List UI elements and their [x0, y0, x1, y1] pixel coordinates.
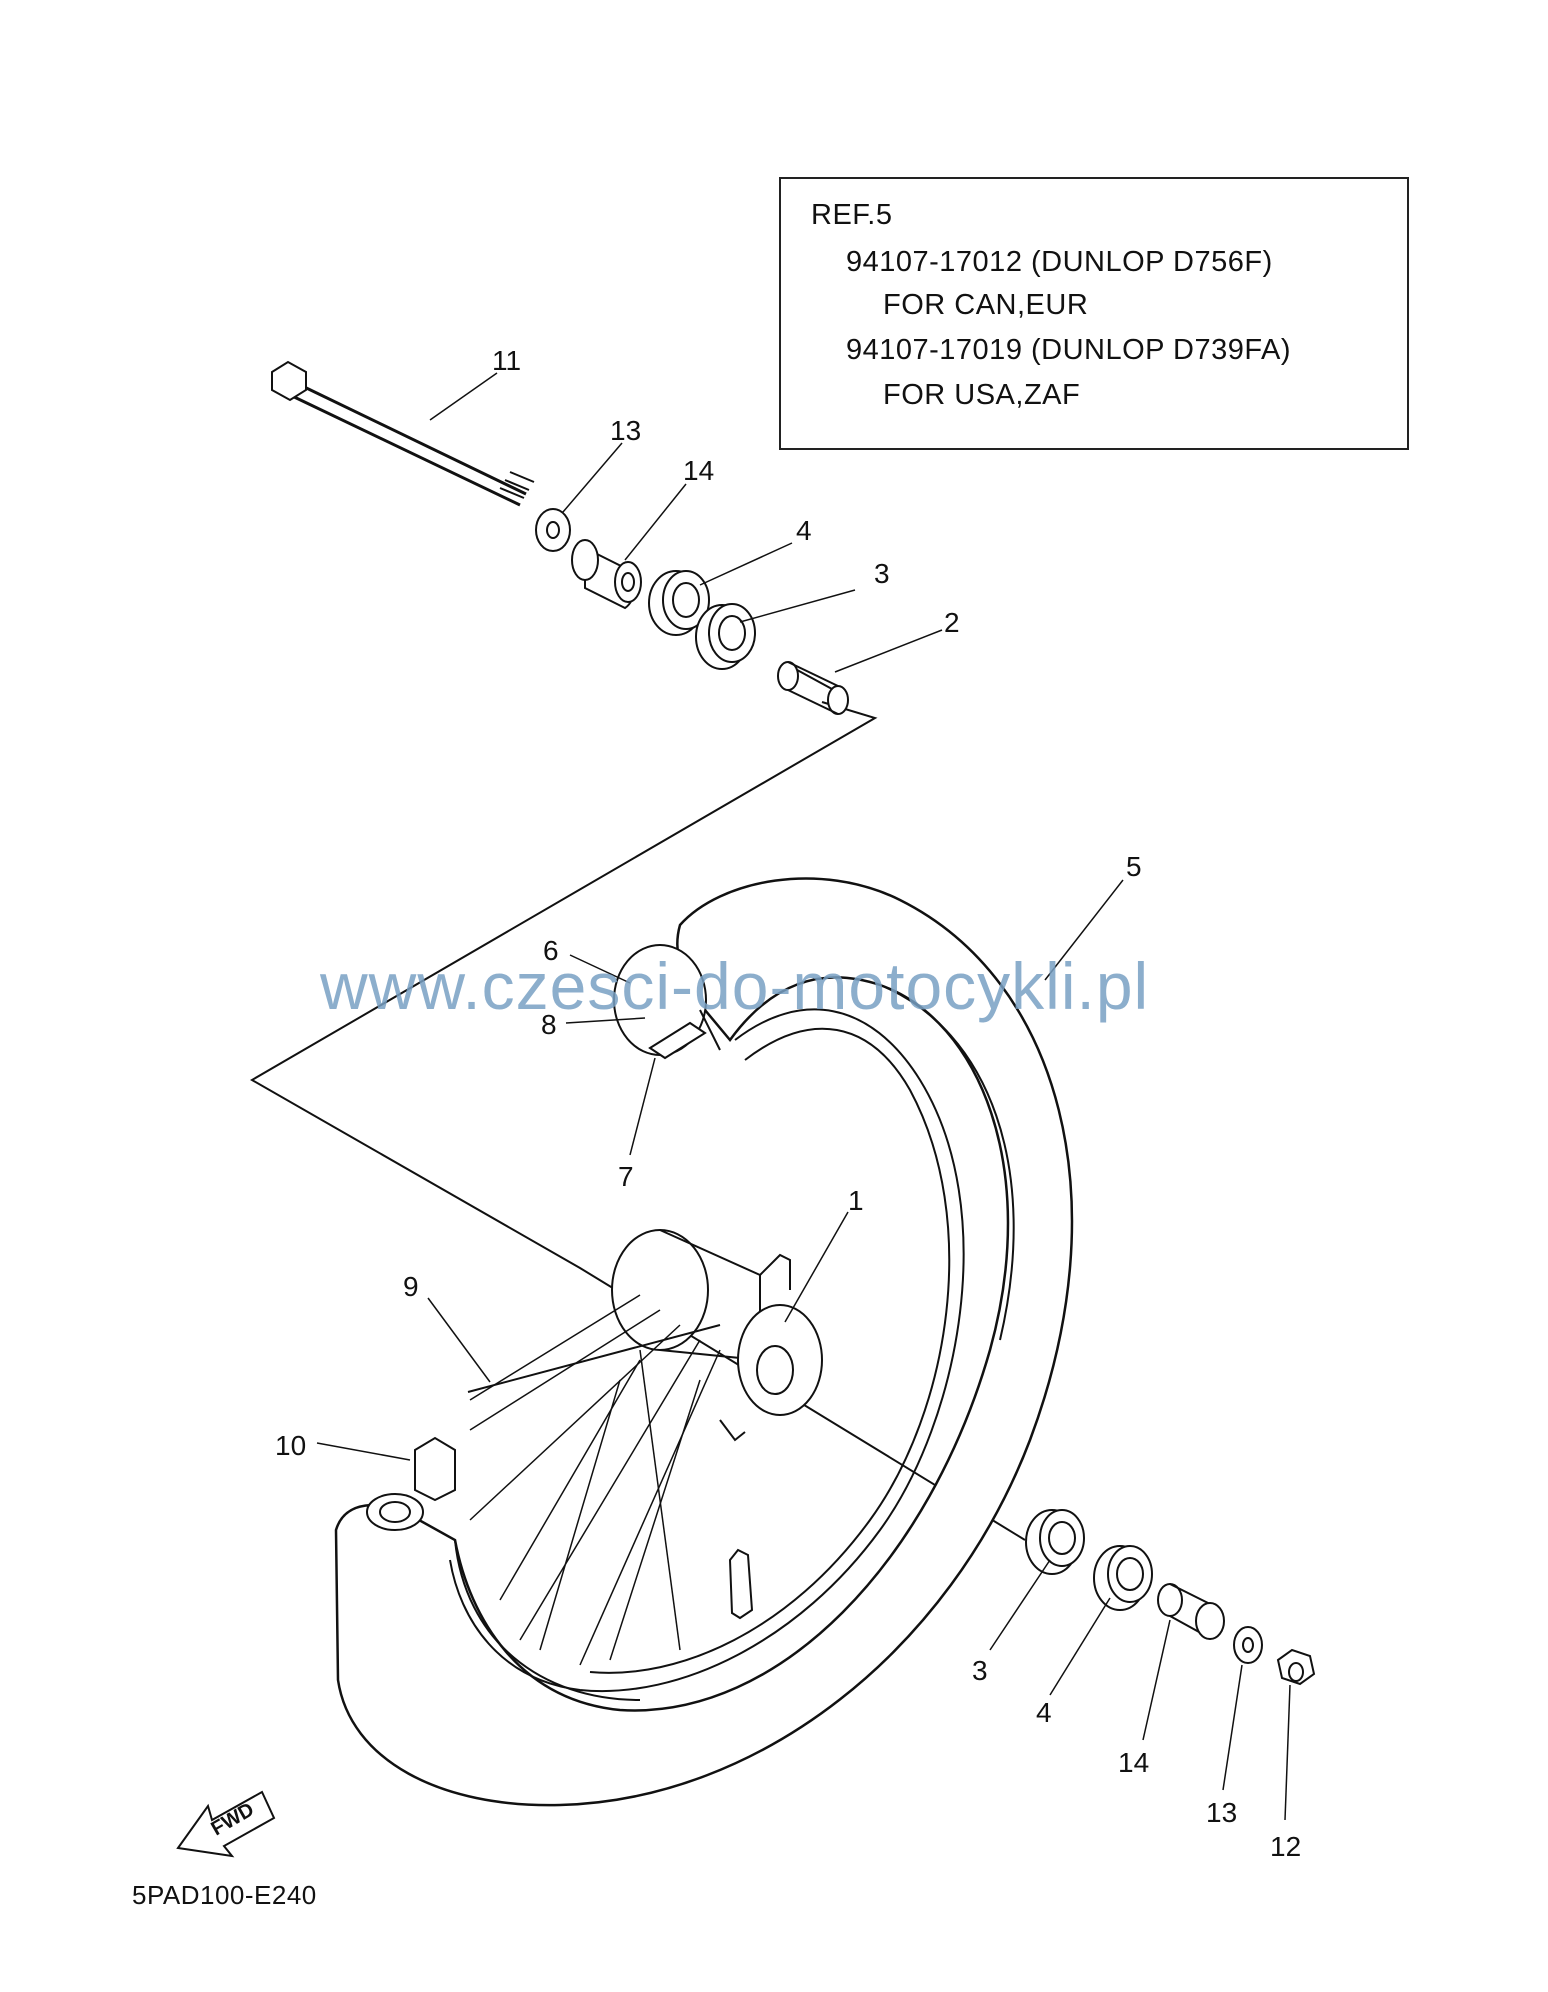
- callout-labels: 11 13 14 4 3 2 5 6 8 7 1 9 10 3 4 14 13 …: [208, 345, 1302, 1862]
- spacer-part-2: [777, 661, 849, 715]
- callout-13-lower: 13: [1206, 1797, 1237, 1828]
- callout-13-upper: 13: [610, 415, 641, 446]
- spacer-part-14-lower: [1157, 1583, 1225, 1640]
- ref-part-number-2: 94107-17019 (DUNLOP D739FA): [846, 334, 1291, 366]
- rim: [449, 1008, 965, 1692]
- assembly-dash-line: [249, 701, 1026, 1541]
- callout-11: 11: [492, 345, 521, 376]
- callout-10: 10: [275, 1430, 306, 1461]
- rim-band-part-6: [613, 944, 721, 1060]
- axle-part-11: [271, 360, 535, 507]
- leader-lines: [316, 372, 1291, 1821]
- ref-part-number-1: 94107-17012 (DUNLOP D756F): [846, 246, 1273, 278]
- nut-part-12: [1276, 1648, 1316, 1686]
- spacer-part-14-upper: [571, 539, 642, 610]
- bearing-part-3-lower: [1025, 1509, 1085, 1575]
- callout-6: 6: [543, 935, 559, 966]
- ref-title: REF.5: [811, 199, 893, 231]
- callout-14-upper: 14: [683, 455, 714, 486]
- callout-2: 2: [944, 607, 960, 638]
- callout-5: 5: [1126, 851, 1142, 882]
- bearing-part-4-upper: [648, 570, 710, 636]
- callout-9: 9: [403, 1271, 419, 1302]
- reference-note-box: REF.5 94107-17012 (DUNLOP D756F) FOR CAN…: [779, 177, 1409, 450]
- callout-14-lower: 14: [1118, 1747, 1149, 1778]
- callout-12: 12: [1270, 1831, 1301, 1862]
- callout-4-upper: 4: [796, 515, 812, 546]
- ref-region-1: FOR CAN,EUR: [883, 289, 1089, 321]
- watermark: www.czesci-do-motocykli.pl: [320, 949, 1150, 1023]
- collar-part-13-upper: [535, 508, 571, 552]
- diagram-code: 5PAD100-E240: [132, 1880, 317, 1910]
- hub-part-1: [611, 1229, 823, 1442]
- spokes: [469, 1294, 721, 1666]
- spoke-part-9: [467, 1324, 721, 1393]
- callout-8: 8: [541, 1009, 557, 1040]
- ref-region-2: FOR USA,ZAF: [883, 379, 1081, 411]
- bearing-part-4-lower: [1093, 1545, 1153, 1611]
- callout-4-lower: 4: [1036, 1697, 1052, 1728]
- collar-part-13-lower: [1233, 1626, 1263, 1664]
- callout-3-lower: 3: [972, 1655, 988, 1686]
- valve-stem: [728, 1548, 754, 1620]
- callout-7: 7: [618, 1161, 634, 1192]
- balancer-part-10: [366, 1436, 456, 1531]
- forward-arrow-icon: [176, 1790, 276, 1858]
- bearing-part-3-upper: [695, 603, 756, 670]
- callout-1: 1: [848, 1185, 864, 1216]
- callout-3-upper: 3: [874, 558, 890, 589]
